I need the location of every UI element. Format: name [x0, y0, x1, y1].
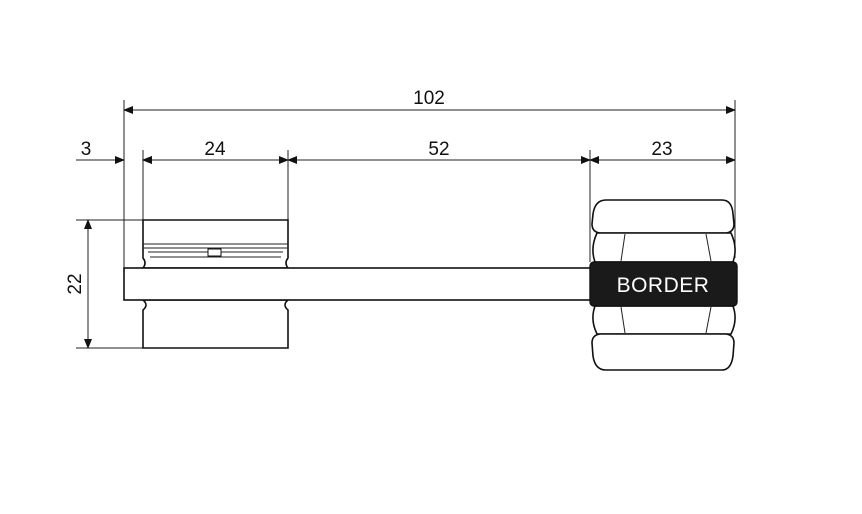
- dimension-shaft: 52: [287, 139, 591, 164]
- dim-offset-label: 3: [81, 139, 92, 160]
- dimension-overall: 102: [123, 88, 736, 114]
- turn-knob: BORDER: [589, 199, 738, 371]
- dimension-height: 22: [65, 219, 92, 349]
- dim-height-label: 22: [65, 273, 86, 294]
- dim-knob-label: 23: [651, 139, 672, 160]
- dim-shaft-label: 52: [428, 139, 449, 160]
- dim-cylinder-label: 24: [204, 139, 226, 160]
- dimension-offset: 3: [76, 139, 160, 164]
- brand-logo: BORDER: [617, 274, 710, 297]
- spindle-shaft: [123, 267, 595, 301]
- knob-band: [589, 261, 738, 307]
- cam-slot: [207, 248, 222, 257]
- dim-overall-label: 102: [413, 88, 445, 109]
- cylinder-body: [140, 219, 291, 349]
- dimension-knob: 23: [589, 139, 736, 164]
- dimension-cylinder: 24: [142, 139, 289, 164]
